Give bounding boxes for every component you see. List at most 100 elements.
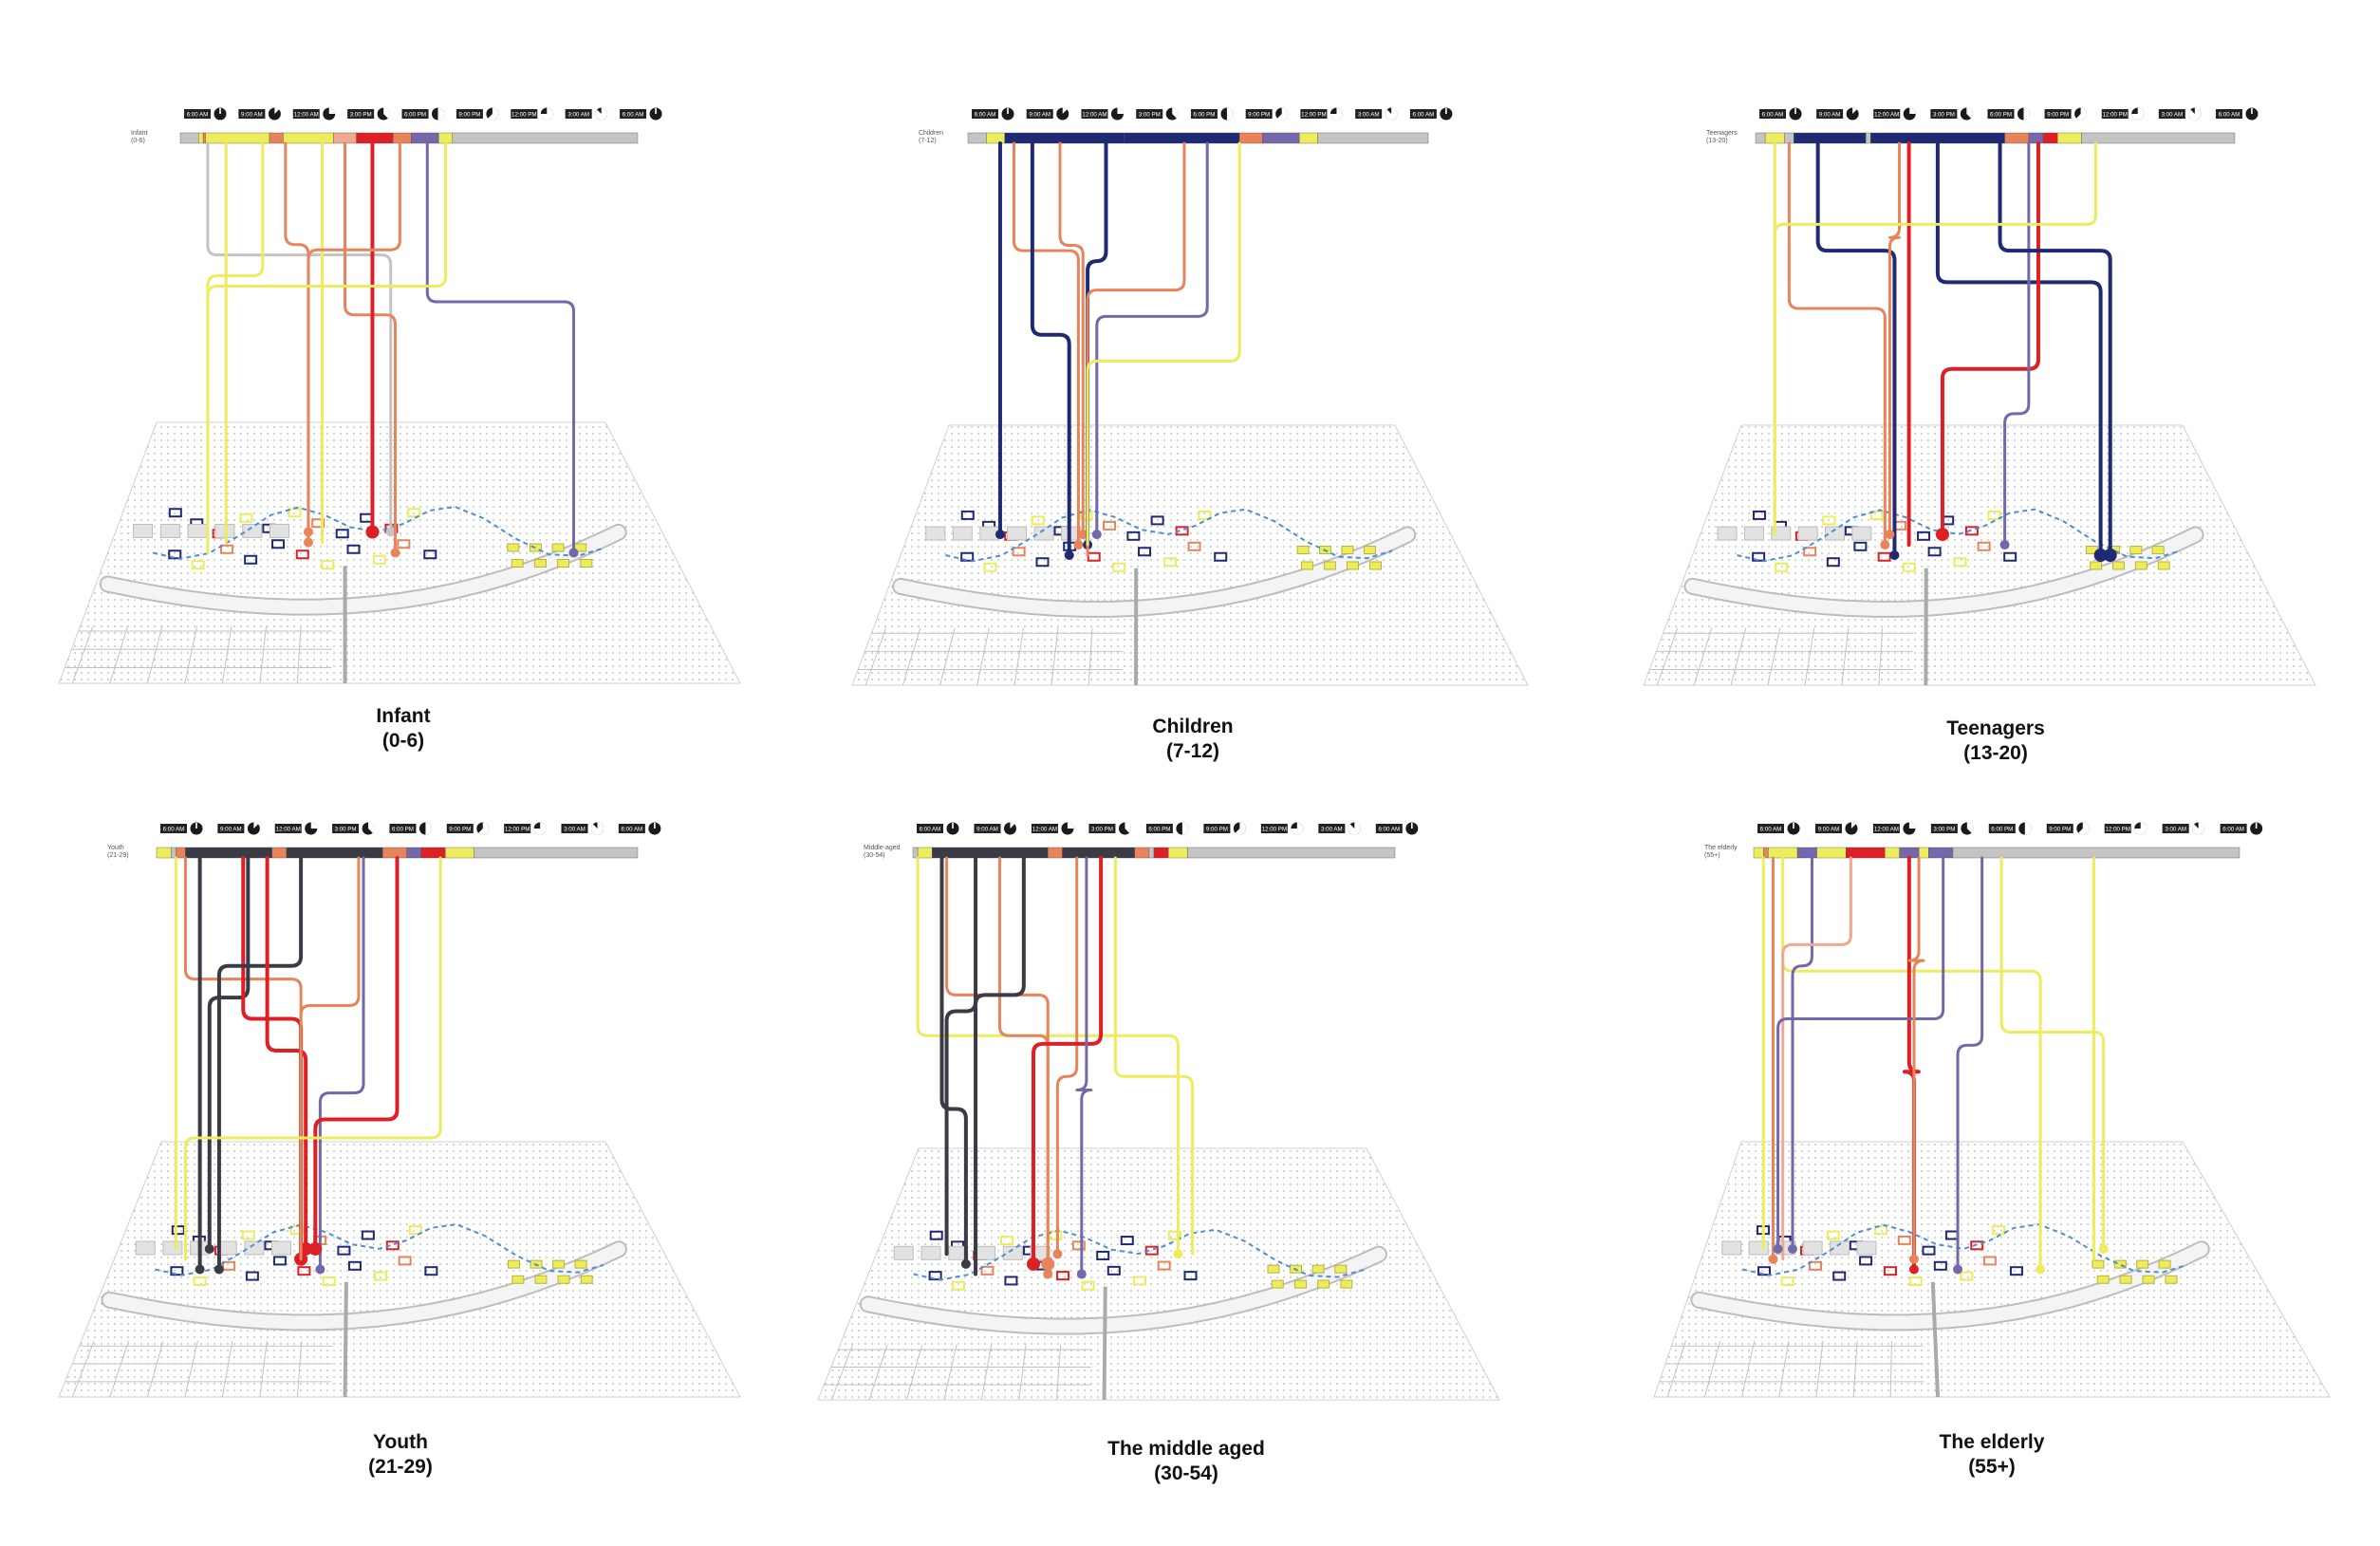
time-label-tag — [1873, 109, 1901, 119]
building — [1157, 1260, 1171, 1271]
clock-face-wedge — [1277, 107, 1289, 121]
building — [337, 1245, 351, 1256]
time-label: 12:00 AM — [294, 112, 319, 119]
map-street — [109, 625, 128, 684]
building — [1296, 546, 1310, 555]
timeline-segment — [333, 132, 357, 144]
building — [1346, 561, 1359, 570]
clock-hand — [195, 823, 197, 829]
building — [1869, 510, 1884, 520]
building — [983, 562, 997, 572]
time-label: 6:00 AM — [187, 112, 209, 119]
building — [1187, 541, 1201, 551]
building — [193, 1276, 207, 1286]
time-label-tag — [1930, 109, 1958, 119]
connector-line — [1787, 141, 1887, 547]
building — [1300, 561, 1313, 570]
time-label: 3:00 AM — [2161, 112, 2183, 119]
block — [133, 524, 154, 538]
timeline-segment — [1784, 132, 1794, 144]
building — [2129, 546, 2143, 555]
map-street — [146, 625, 163, 684]
connector-endpoint — [1078, 530, 1088, 540]
map-street — [184, 625, 198, 684]
connector-line — [1030, 141, 1071, 557]
panel-title: Infant — [376, 705, 431, 727]
time-label-tag — [1988, 824, 2016, 833]
map-base — [1643, 424, 2316, 686]
map-street — [146, 1340, 164, 1398]
panel-age-range: (21-29) — [368, 1456, 433, 1478]
building — [1340, 1279, 1353, 1289]
connector-endpoint — [995, 530, 1005, 540]
connector-line — [1999, 856, 2106, 1251]
building — [1368, 561, 1382, 570]
connector-line — [1773, 141, 2098, 536]
time-label-tag — [1355, 109, 1383, 119]
clock-face-wedge — [310, 822, 318, 829]
connector-endpoint — [2036, 1264, 2046, 1275]
clock-face-wedge — [2075, 107, 2088, 121]
timeline-segment — [2056, 132, 2082, 144]
panel-age-range: (0-6) — [381, 730, 425, 752]
connector-line — [1086, 141, 1108, 548]
timeline-segment — [269, 132, 284, 144]
building — [1953, 557, 1967, 568]
panel-title: The middle aged — [1107, 1438, 1265, 1460]
map-street — [1051, 627, 1059, 686]
building — [2136, 1259, 2149, 1269]
map-street — [939, 627, 956, 686]
time-label-tag — [2101, 109, 2129, 119]
time-label: 12:00 PM — [505, 827, 530, 833]
connector-endpoint — [1908, 1264, 1919, 1275]
building — [2112, 561, 2126, 570]
building — [1982, 1256, 1997, 1266]
time-label: 6:00 AM — [163, 827, 185, 833]
clock-face-wedge — [1909, 107, 1916, 114]
time-label-tag — [511, 109, 538, 119]
time-label-tag — [2044, 109, 2072, 119]
building — [424, 1266, 438, 1276]
clock-hand — [655, 108, 657, 114]
building — [928, 1271, 942, 1281]
time-label-tag — [389, 824, 417, 833]
time-label-tag — [1930, 824, 1958, 833]
timeline-segment — [1168, 847, 1188, 859]
timeline-segment — [411, 132, 439, 144]
building — [321, 560, 335, 570]
map-street — [259, 1340, 268, 1398]
time-label-tag — [2046, 824, 2073, 833]
building — [1964, 526, 1979, 536]
building — [168, 549, 182, 560]
panel-age-range: (13-20) — [1963, 742, 2028, 764]
block — [1721, 1240, 1742, 1256]
connector-line — [1095, 141, 1209, 536]
clock-face-wedge — [425, 822, 432, 835]
time-label-tag — [2162, 824, 2189, 833]
connector-line — [1815, 141, 1897, 557]
building — [220, 544, 234, 554]
connector-line — [1781, 856, 1852, 1261]
time-label: 12:00 AM — [276, 827, 301, 833]
time-label: 6:00 AM — [1760, 827, 1782, 833]
building — [1081, 1280, 1095, 1291]
panel-caption-children: Children (7-12) — [1003, 715, 1383, 764]
time-label-tag — [972, 109, 998, 119]
building — [2096, 1275, 2110, 1284]
timeline-segment — [1317, 132, 1429, 144]
timeline-segment — [179, 132, 199, 144]
map-street — [865, 627, 887, 686]
connector-endpoint — [2098, 1243, 2109, 1254]
connector-endpoint — [315, 1264, 325, 1275]
connector-line — [344, 141, 398, 554]
connector-line — [1998, 141, 2112, 557]
block — [1830, 1240, 1850, 1256]
clock-face-wedge — [591, 822, 604, 835]
movement-route — [1737, 508, 2181, 563]
block — [925, 526, 946, 541]
timeline-segment — [171, 847, 177, 859]
clock-face-wedge — [595, 107, 608, 121]
time-label: 3:00 PM — [1933, 827, 1955, 833]
building — [346, 544, 361, 554]
